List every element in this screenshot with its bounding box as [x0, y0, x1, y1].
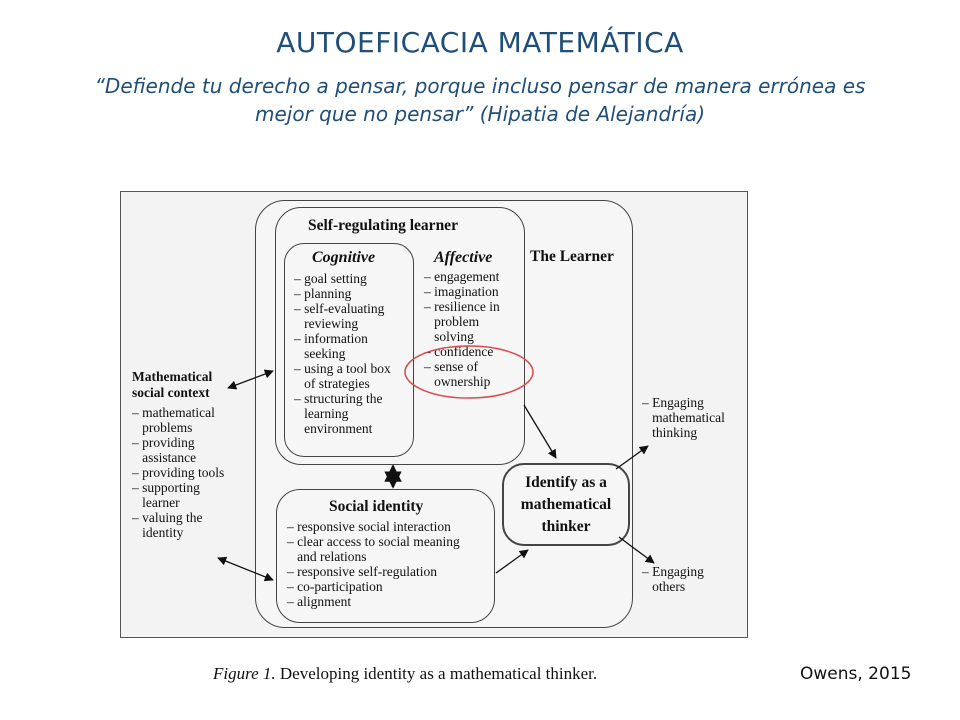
list-item: – providing tools — [132, 465, 225, 480]
highlight-ellipse — [404, 345, 534, 399]
quote-line-1: “Defiende tu derecho a pensar, porque in… — [94, 74, 866, 98]
caption-text: Developing identity as a mathematical th… — [275, 664, 598, 683]
list-item: – planning — [294, 286, 352, 301]
list-item: learner — [132, 495, 180, 510]
list-item: – Engaging — [642, 395, 704, 410]
affective-title: Affective — [434, 249, 493, 266]
list-item: – Engaging — [642, 564, 704, 579]
list-item: – mathematical — [132, 405, 215, 420]
arrow-context-social — [217, 556, 274, 582]
engaging-thinking-list: – Engaging mathematical thinking — [642, 395, 725, 440]
list-item: – alignment — [287, 594, 352, 609]
arrow-social-identify — [495, 549, 529, 574]
list-item: solving — [424, 329, 474, 344]
social-identity-list: – responsive social interaction – clear … — [287, 519, 460, 609]
social-identity-title: Social identity — [329, 498, 424, 515]
identify-box — [502, 463, 630, 546]
cognitive-box — [284, 243, 414, 457]
list-item: – responsive social interaction — [287, 519, 451, 534]
list-item: – engagement — [424, 269, 500, 284]
list-item: – information — [294, 331, 368, 346]
list-item: – using a tool box — [294, 361, 391, 376]
list-item: – responsive self-regulation — [287, 564, 437, 579]
list-item: reviewing — [294, 316, 359, 331]
arrow-context-self-regulating — [227, 369, 274, 390]
list-item: – self-evaluating — [294, 301, 385, 316]
identify-line-1: Identify as a — [525, 474, 607, 491]
list-item: ownership — [424, 374, 491, 389]
math-context-title-1: Mathematical — [132, 369, 213, 384]
list-item: seeking — [294, 346, 346, 361]
list-item: identity — [132, 525, 184, 540]
math-context-title-2: social context — [132, 385, 210, 400]
list-item: – providing — [132, 435, 195, 450]
list-item: – resilience in — [424, 299, 500, 314]
cognitive-list: – goal setting – planning – self-evaluat… — [294, 271, 391, 436]
identify-line-3: thinker — [541, 518, 591, 535]
slide-credit: Owens, 2015 — [800, 664, 912, 684]
list-item: – supporting — [132, 480, 200, 495]
list-item: – structuring the — [294, 391, 383, 406]
identify-line-2: mathematical — [520, 496, 612, 513]
arrow-identify-engaging-thinking — [615, 445, 649, 470]
list-item: mathematical — [642, 410, 725, 425]
list-item: thinking — [642, 425, 698, 440]
list-item: problem — [424, 314, 480, 329]
social-identity-box — [276, 489, 495, 623]
list-item: problems — [132, 420, 193, 435]
list-item: – imagination — [424, 284, 499, 299]
list-item: assistance — [132, 450, 197, 465]
list-item: of strategies — [294, 376, 370, 391]
math-context-list: – mathematical problems – providing assi… — [132, 405, 224, 540]
list-item: – sense of — [424, 359, 478, 374]
list-item: and relations — [287, 549, 367, 564]
list-item: learning — [294, 406, 349, 421]
list-item: environment — [294, 421, 373, 436]
slide-title: AUTOEFICACIA MATEMÁTICA — [276, 26, 684, 59]
figure-caption: Figure 1. Developing identity as a mathe… — [213, 664, 597, 684]
self-regulating-title: Self-regulating learner — [308, 217, 458, 234]
caption-label: Figure 1. — [213, 664, 276, 683]
learner-label: The Learner — [530, 248, 614, 265]
list-item: – goal setting — [294, 271, 367, 286]
list-item: – co-participation — [287, 579, 383, 594]
list-item: – clear access to social meaning — [287, 534, 460, 549]
list-item: others — [642, 579, 686, 594]
engaging-others-list: – Engaging others — [642, 564, 704, 594]
cognitive-title: Cognitive — [312, 249, 376, 266]
arrow-self-regulating-identify — [523, 404, 557, 459]
slide-quote: “Defiende tu derecho a pensar, porque in… — [40, 72, 920, 128]
quote-line-2: mejor que no pensar” (Hipatia de Alejand… — [254, 102, 706, 126]
list-item: – valuing the — [132, 510, 203, 525]
arrow-identify-engaging-others — [618, 536, 655, 564]
